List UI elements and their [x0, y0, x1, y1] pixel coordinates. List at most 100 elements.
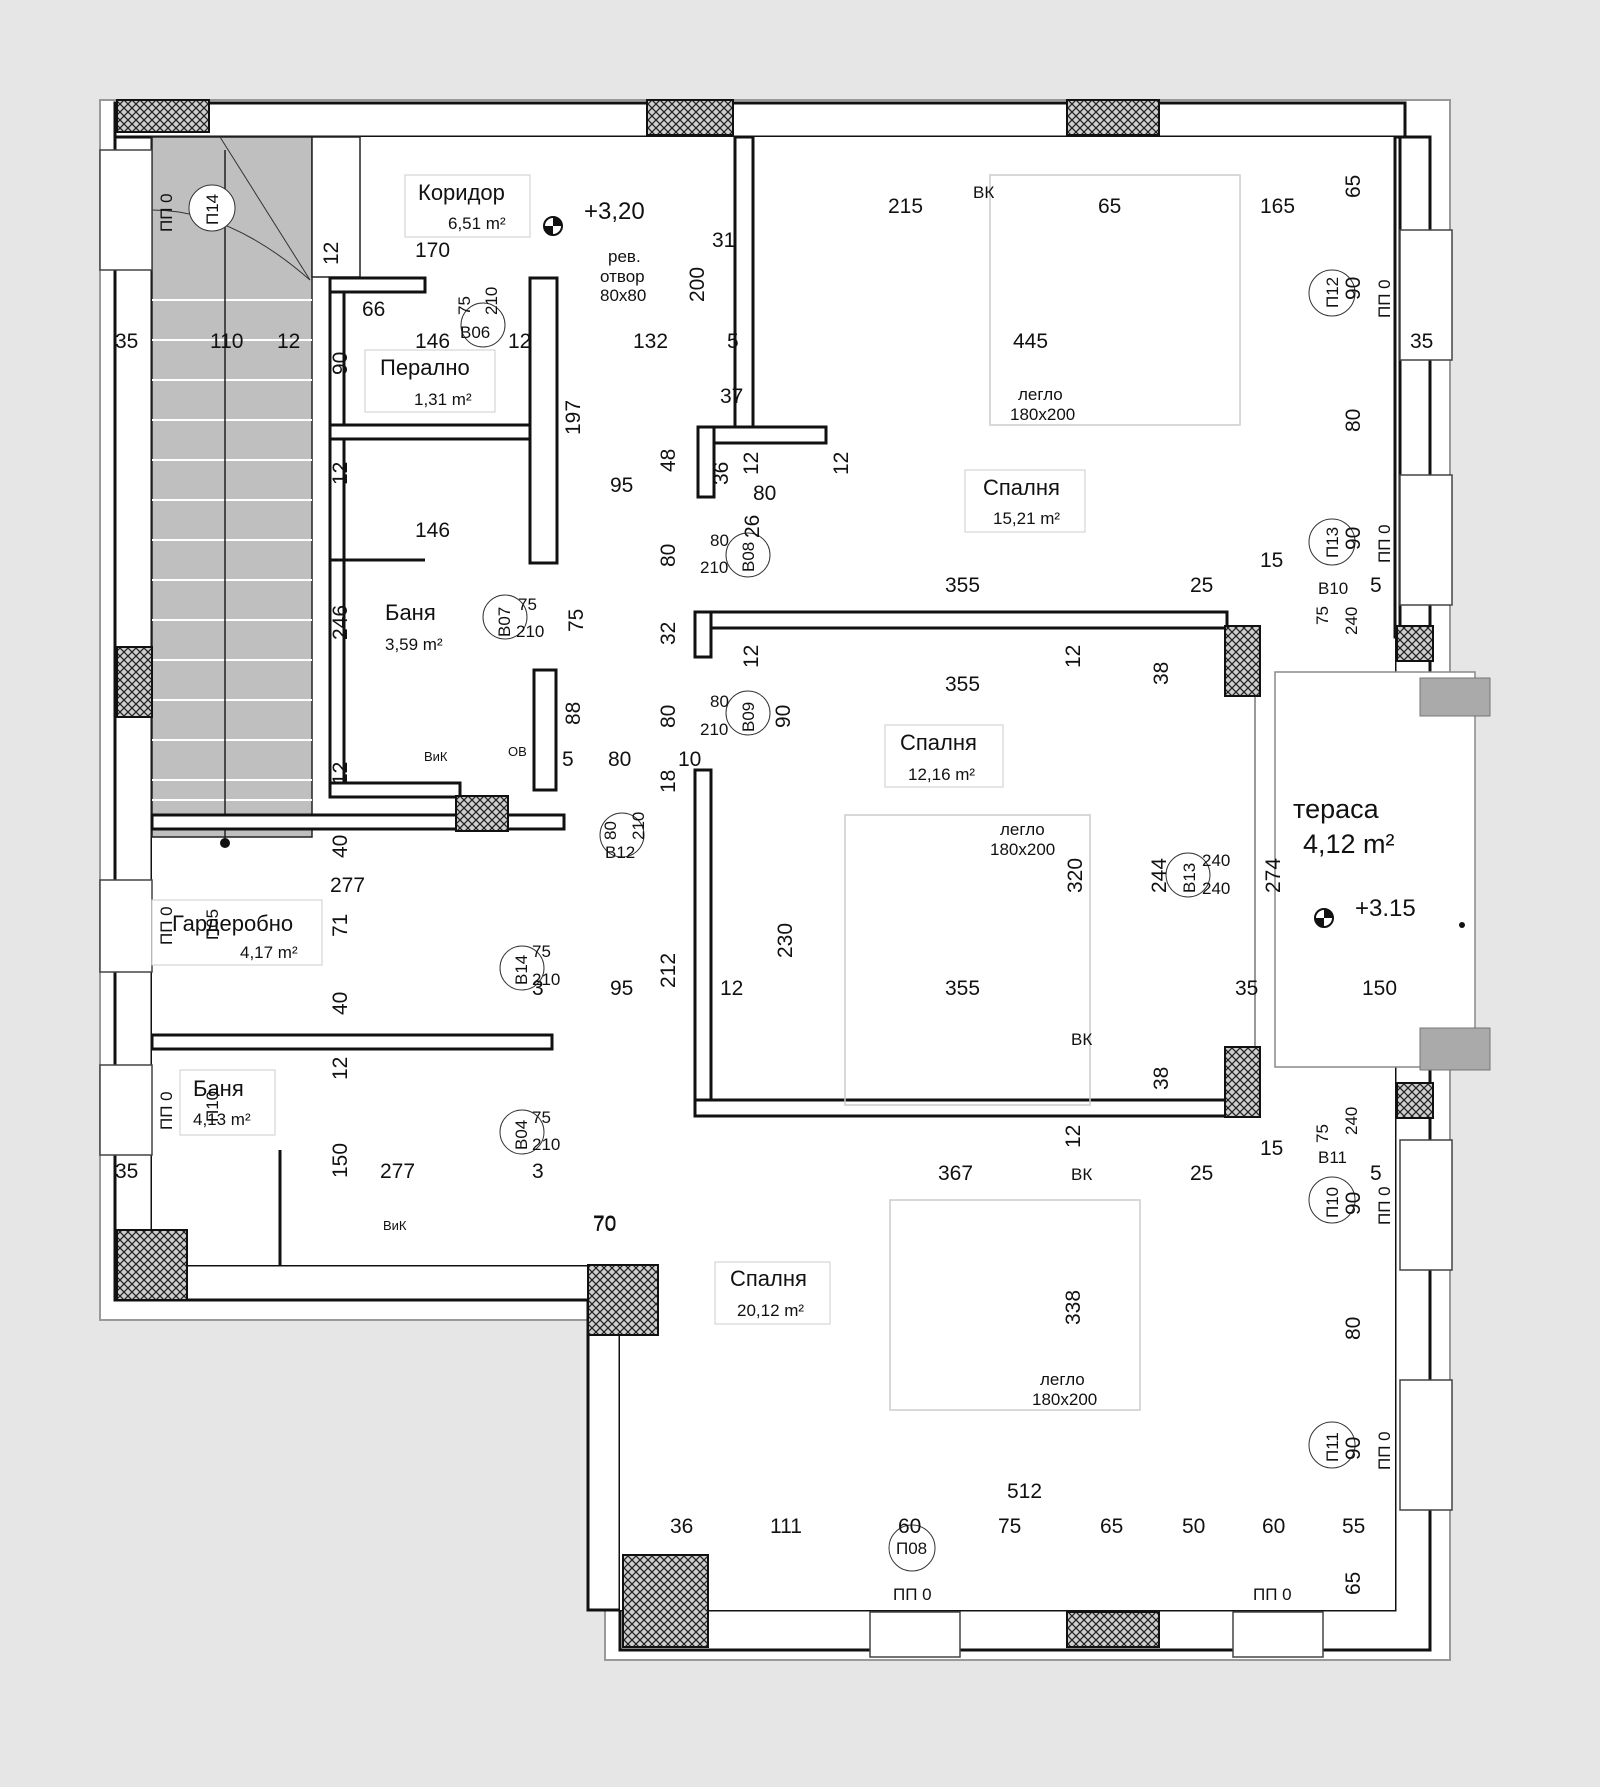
dim: 5 [1370, 574, 1382, 597]
room-area-bath1: 3,59 m² [385, 635, 443, 654]
dim: 150 [329, 1143, 352, 1178]
columns [116, 99, 1434, 1648]
dim: 15 [1260, 549, 1283, 572]
bed-label-2: легло [1000, 820, 1045, 839]
sill-label-2: ПП 0 [1375, 279, 1394, 318]
dim: 5 [1370, 1162, 1382, 1185]
dim: 15 [1260, 1137, 1283, 1160]
door-code-b04: В04 [512, 1120, 531, 1150]
dim: 80 [1342, 1317, 1365, 1340]
dim: 75 [998, 1515, 1021, 1538]
window-tag-p05: П05 [203, 909, 222, 940]
dim: 48 [657, 449, 680, 472]
dim: 215 [888, 195, 923, 218]
windows [99, 149, 1453, 1658]
rev-opening-line2: отвор [600, 267, 645, 286]
dim: 25 [1190, 574, 1213, 597]
dim: 5 [562, 748, 574, 771]
rev-opening-line1: рев. [608, 247, 641, 266]
door-code-b09: В09 [739, 702, 758, 732]
dim: 170 [415, 239, 450, 262]
dim: 5 [727, 330, 739, 353]
dim: 355 [945, 673, 980, 696]
dim: 246 [329, 605, 352, 640]
dim: 80 [753, 482, 776, 505]
dim: 146 [415, 330, 450, 353]
door-w-b09: 80 [710, 692, 729, 711]
door-h-b08: 210 [700, 558, 728, 577]
level-corridor: +3,20 [584, 198, 645, 225]
dim: 150 [1362, 977, 1397, 1000]
dim: 3 [532, 1160, 544, 1183]
door-code-b08: В08 [739, 542, 758, 572]
room-area-terrace: 4,12 m² [1303, 829, 1395, 859]
room-area-bedroom2: 12,16 m² [908, 765, 975, 784]
window-tag-p10a: П10 [203, 1091, 222, 1122]
dim: 37 [720, 385, 743, 408]
dim: 80 [657, 544, 680, 567]
vk-label-3: ВК [1071, 1165, 1092, 1184]
staircase [151, 136, 361, 848]
dim: 38 [1150, 662, 1173, 685]
dim: 35 [1235, 977, 1258, 1000]
door-h-b11: 240 [1342, 1107, 1361, 1135]
dim: 60 [898, 1515, 921, 1538]
room-area-laundry: 1,31 m² [414, 390, 472, 409]
ov-label: ОВ [508, 744, 527, 759]
dim: 12 [1062, 645, 1085, 668]
dim: 90 [1342, 1192, 1365, 1215]
level-marker-terrace [1314, 908, 1465, 928]
vk-label-1: ВК [973, 183, 994, 202]
window-tag-p14: П14 [203, 194, 222, 225]
vk-label-2: ВК [1071, 1030, 1092, 1049]
door-h-b09: 210 [700, 720, 728, 739]
room-area-bedroom3: 20,12 m² [737, 1301, 804, 1320]
dim: 80 [1342, 409, 1365, 432]
room-name-corridor: Коридор [418, 180, 505, 205]
dim: 12 [320, 242, 343, 265]
window-tag-p11: П11 [1323, 1432, 1342, 1462]
sill-label-4: ПП 0 [157, 906, 176, 945]
dim: 367 [938, 1162, 973, 1185]
room-area-bedroom1: 15,21 m² [993, 509, 1060, 528]
dim: 75 [565, 609, 588, 632]
door-h-b07: 210 [516, 622, 544, 641]
dim: 512 [1007, 1480, 1042, 1503]
sill-label-6: ПП 0 [1375, 1186, 1394, 1225]
door-w-b14: 75 [532, 942, 551, 961]
dim: 274 [1262, 858, 1285, 893]
level-marker-corridor [543, 216, 563, 236]
dim: 65 [1098, 195, 1121, 218]
window-tag-p08: П08 [896, 1539, 927, 1558]
door-h-b13: 240 [1202, 879, 1230, 898]
dim: 32 [657, 622, 680, 645]
door-code-b14: В14 [512, 955, 531, 985]
room-name-laundry: Перално [380, 355, 470, 380]
dim: 12 [740, 452, 763, 475]
door-w-b07: 75 [518, 595, 537, 614]
terrace [1254, 671, 1491, 1071]
dim: 35 [1410, 330, 1433, 353]
room-area-bath2: 4,13 m² [193, 1110, 251, 1129]
bed-label-1: легло [1018, 385, 1063, 404]
door-code-b11: В11 [1318, 1148, 1347, 1167]
dim: 277 [330, 874, 365, 897]
dim: 338 [1062, 1290, 1085, 1325]
dim: 90 [772, 705, 795, 728]
dim: 71 [329, 914, 352, 937]
door-h-b12: 210 [629, 812, 648, 840]
dim: 200 [686, 267, 709, 302]
door-h-b06: 210 [482, 287, 501, 315]
rev-opening-line3: 80x80 [600, 286, 646, 305]
dim: 132 [633, 330, 668, 353]
dim: 197 [562, 400, 585, 435]
door-code-b10: В10 [1318, 579, 1348, 598]
dim: 212 [657, 953, 680, 988]
bed-size-2: 180x200 [990, 840, 1055, 859]
room-name-bedroom3: Спалня [730, 1266, 807, 1291]
dim: 65 [1342, 1572, 1365, 1595]
door-w-b08: 80 [710, 531, 729, 550]
dim: 55 [1342, 1515, 1365, 1538]
room-name-terrace: тераса [1293, 794, 1380, 824]
room-name-bath2: Баня [193, 1076, 244, 1101]
